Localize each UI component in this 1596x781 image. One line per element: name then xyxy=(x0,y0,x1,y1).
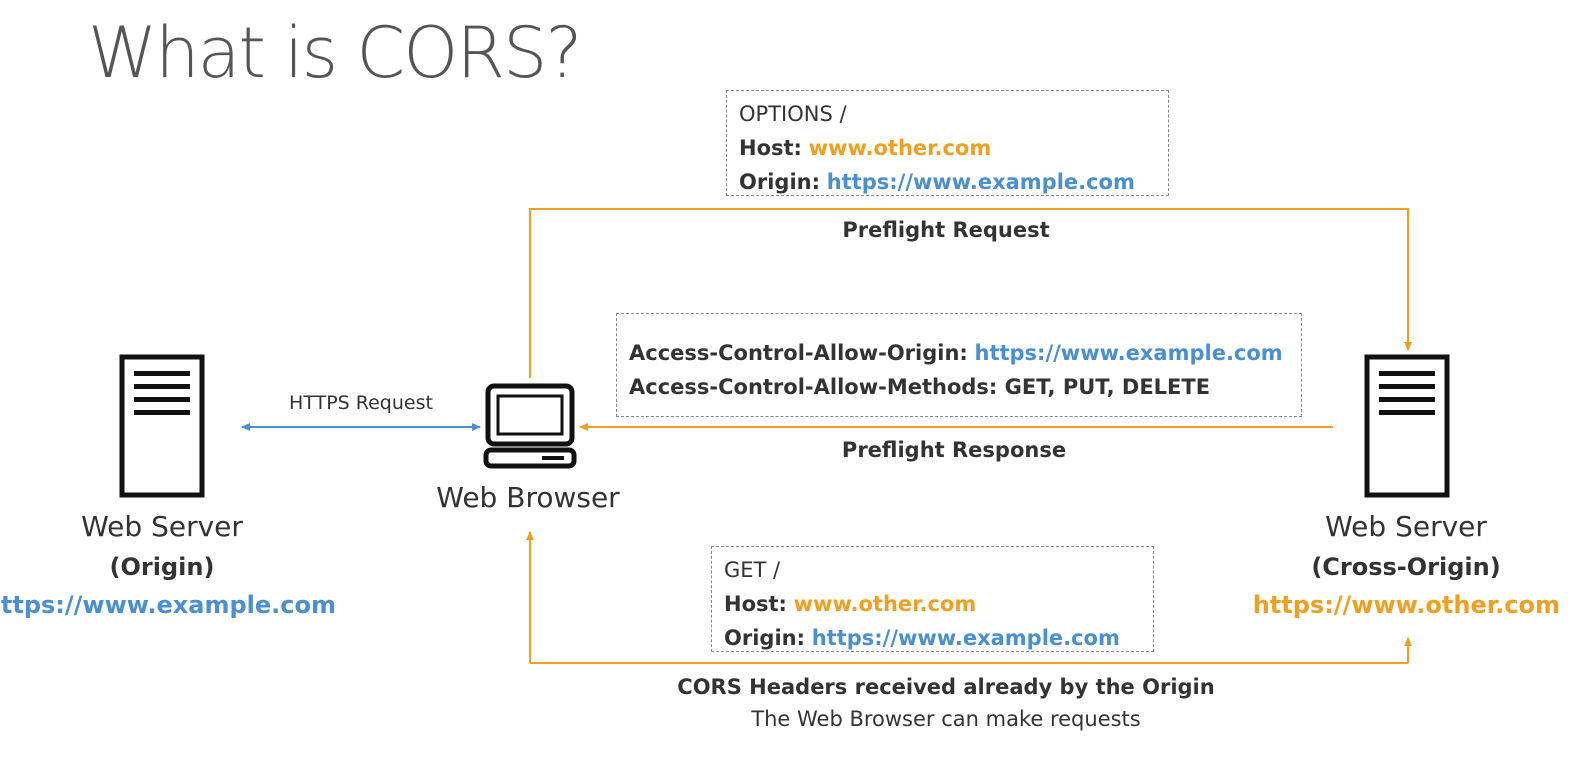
server-icon xyxy=(119,354,205,498)
origin-server-url: https://www.example.com xyxy=(0,591,336,619)
allow-origin-value: https://www.example.com xyxy=(974,341,1283,365)
browser-name: Web Browser xyxy=(436,481,620,514)
https-request-label: HTTPS Request xyxy=(289,392,433,414)
host-label: Host: xyxy=(724,592,787,616)
cross-server-url: https://www.other.com xyxy=(1252,591,1560,619)
preflight-request-label: Preflight Request xyxy=(842,218,1050,242)
allow-methods-line: Access-Control-Allow-Methods: GET, PUT, … xyxy=(629,375,1211,399)
preflight-request-arrow xyxy=(529,208,1412,378)
allow-origin-label: Access-Control-Allow-Origin: xyxy=(629,341,968,365)
origin-label: Origin: xyxy=(724,626,805,650)
footer-line1: CORS Headers received already by the Ori… xyxy=(677,675,1215,699)
origin-server-role: (Origin) xyxy=(109,553,215,581)
page-title: What is CORS? xyxy=(88,12,583,94)
origin-value: https://www.example.com xyxy=(811,626,1120,650)
request-line: GET / xyxy=(724,558,781,582)
origin-value: https://www.example.com xyxy=(826,170,1135,194)
preflight-response-label: Preflight Response xyxy=(841,438,1067,462)
preflight-response-box: Access-Control-Allow-Origin: https://www… xyxy=(616,313,1302,417)
host-value: www.other.com xyxy=(793,592,977,616)
host-label: Host: xyxy=(739,136,802,160)
origin-label: Origin: xyxy=(739,170,820,194)
preflight-request-box: OPTIONS / Host: www.other.com Origin: ht… xyxy=(726,90,1169,196)
request-line: OPTIONS / xyxy=(739,102,847,126)
host-value: www.other.com xyxy=(808,136,992,160)
footer-line2: The Web Browser can make requests xyxy=(751,707,1141,731)
cross-server-name: Web Server xyxy=(1325,510,1487,543)
server-icon xyxy=(1364,354,1450,498)
cross-server-role: (Cross-Origin) xyxy=(1311,553,1501,581)
origin-server-name: Web Server xyxy=(81,510,243,543)
get-request-box: GET / Host: www.other.com Origin: https:… xyxy=(711,546,1154,652)
computer-icon xyxy=(483,383,577,469)
